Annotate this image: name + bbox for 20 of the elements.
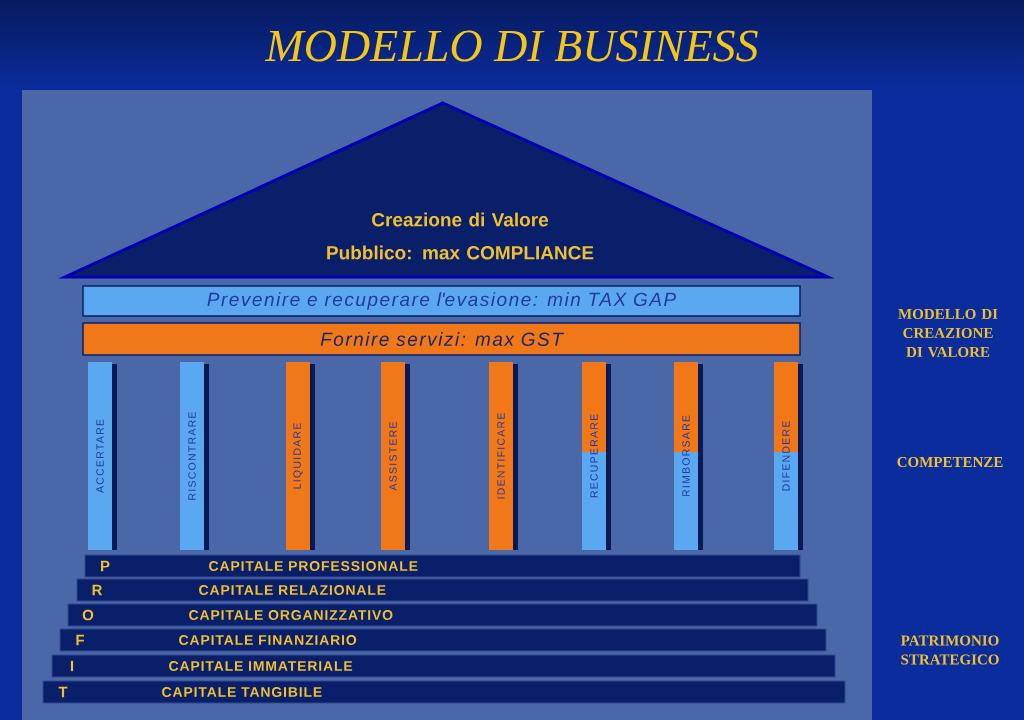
pillar: ASSISTERE <box>381 362 410 550</box>
pillar: RISCONTRARE <box>180 362 209 550</box>
step-bar: F CAPITALE FINANZIARIO <box>59 628 827 652</box>
step-bar: P CAPITALE PROFESSIONALE <box>84 554 801 578</box>
step-bar: O CAPITALE ORGANIZZATIVO <box>67 603 818 627</box>
pillar: LIQUIDARE <box>286 362 315 550</box>
pillar: RECUPERARE <box>582 362 611 550</box>
pillar: IDENTIFICARE <box>489 362 518 550</box>
pillar: DIFENDERE <box>774 362 803 550</box>
title: MODELLO DI BUSINESS <box>264 30 758 62</box>
pillar: RIMBORSARE <box>674 362 703 550</box>
step-bar: T CAPITALE TANGIBILE <box>42 680 846 704</box>
pillar: ACCERTARE <box>88 362 117 550</box>
side-label: PATRIMONIO STRATEGICO <box>900 635 999 665</box>
step-bar: R CAPITALE RELAZIONALE <box>76 578 809 602</box>
step-bar: I CAPITALE IMMATERIALE <box>51 654 836 678</box>
side-label: COMPETENZE <box>897 456 1003 468</box>
band-bar: Fornire servizi: max GST <box>82 322 801 356</box>
band-bar: Prevenire e recuperare l'evasione: min TAX GAP <box>82 285 801 317</box>
side-label: MODELLO DI CREAZIONE DI VALORE <box>898 308 998 358</box>
